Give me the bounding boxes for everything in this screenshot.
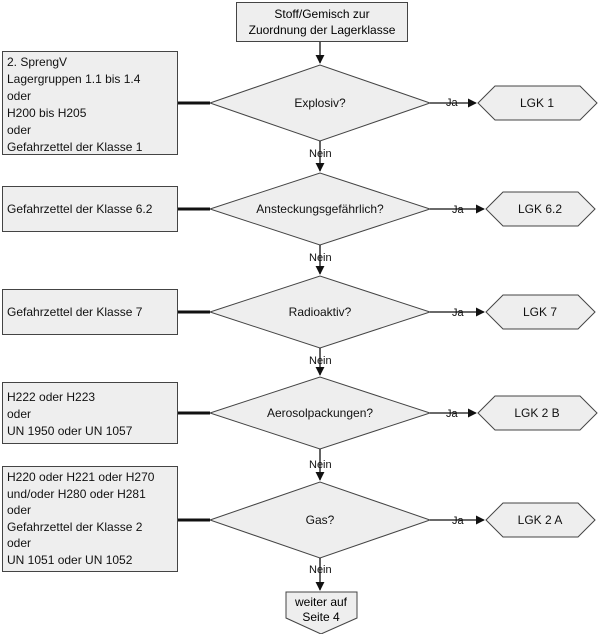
result-hexagon-lgk2a [485,502,596,538]
criteria-line: H220 oder H221 oder H270 [7,470,155,484]
criteria-line: Gefahrzettel der Klasse 2 [7,519,143,534]
result-hexagon-lgk2b [477,395,598,431]
criteria-line: oder [7,89,32,103]
criteria-line: UN 1051 oder UN 1052 [7,552,133,567]
criteria-line: oder [7,123,32,137]
question-gas: Gas? [305,513,335,527]
result-lgk1: LGK 1 [519,96,555,110]
criteria-box-4: H222 oder H223 oder UN 1950 oder UN 1057 [2,382,178,444]
yes-label: Ja [446,408,458,420]
criteria-line: oder [7,536,32,550]
criteria-line: Gefahrzettel der Klasse 7 [7,304,143,319]
criteria-line: Gefahrzettel der Klasse 1 [7,140,143,154]
criteria-line: H222 oder H223 [7,390,96,404]
end-text: weiter auf Seite 4 [295,595,347,625]
start-line-1: Stoff/Gemisch zur [274,7,370,21]
question-ansteckung: Ansteckungsgefährlich? [256,202,384,216]
criteria-box-1: 2. SprengV Lagergruppen 1.1 bis 1.4 oder… [2,51,178,155]
result-hexagon-lgk7 [485,294,596,330]
criteria-box-5: H220 oder H221 oder H270 und/oder H280 o… [2,466,178,572]
criteria-line: Gefahrzettel der Klasse 6.2 [7,201,153,216]
yes-label: Ja [452,307,464,319]
criteria-box-3: Gefahrzettel der Klasse 7 [2,289,178,335]
yes-label: Ja [446,97,458,109]
criteria-line: oder [7,407,32,421]
criteria-line: oder [7,503,32,517]
no-label: Nein [309,355,332,367]
criteria-line: H200 bis H205 [7,106,87,120]
result-hexagon-lgk62 [485,191,596,227]
question-radioaktiv: Radioaktiv? [288,305,352,319]
no-label: Nein [309,459,332,471]
end-line-2: Seite 4 [302,610,340,624]
yes-label: Ja [452,204,464,216]
no-label: Nein [309,252,332,264]
criteria-line: 2. SprengV [7,55,68,69]
question-aerosol: Aerosolpackungen? [266,406,374,420]
start-box: Stoff/Gemisch zur Zuordnung der Lagerkla… [236,2,408,42]
result-hexagon-lgk1 [477,85,598,121]
end-pentagon [285,591,358,634]
result-lgk62: LGK 6.2 [517,202,563,216]
result-lgk2b: LGK 2 B [514,406,560,420]
end-line-1: weiter auf [294,595,348,609]
no-label: Nein [309,148,332,160]
yes-label: Ja [452,515,464,527]
result-lgk2a: LGK 2 A [517,513,563,527]
start-line-2: Zuordnung der Lagerklasse [248,23,396,37]
question-explosiv: Explosiv? [294,96,346,110]
no-label: Nein [309,564,332,576]
criteria-box-2: Gefahrzettel der Klasse 6.2 [2,186,178,232]
criteria-line: Lagergruppen 1.1 bis 1.4 [7,72,141,86]
result-lgk7: LGK 7 [522,305,558,319]
criteria-line: UN 1950 oder UN 1057 [7,424,133,438]
criteria-line: und/oder H280 oder H281 [7,486,146,501]
